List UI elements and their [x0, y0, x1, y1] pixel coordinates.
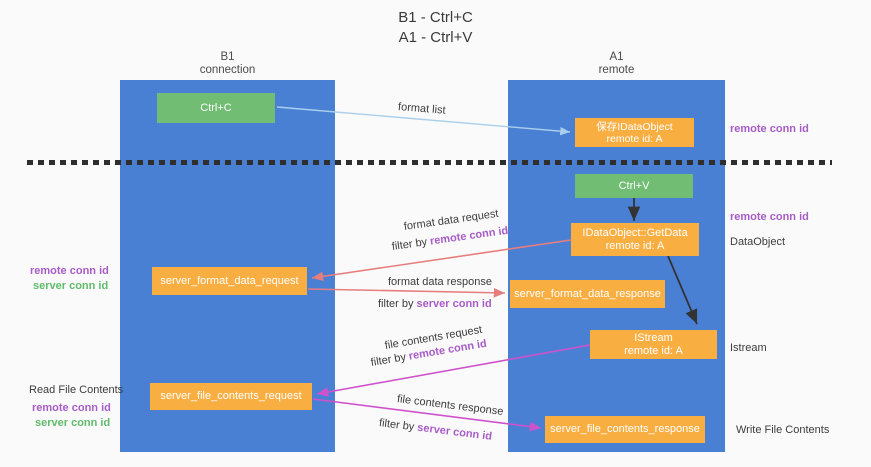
left-column-subtitle: connection	[199, 64, 256, 76]
read-file-contents-label: Read File Contents	[29, 384, 124, 396]
server-format-data-request-label: server_format_data_request	[160, 274, 299, 287]
ctrl-v-label: Ctrl+V	[618, 179, 650, 192]
left-column-header: B1 connection	[120, 51, 335, 77]
server-file-contents-response-label: server_file_contents_response	[550, 423, 700, 435]
left-remote-conn-id-label-2: remote conn id	[32, 402, 111, 414]
filter-by-server-conn-id-label-2: filter by server conn id	[378, 417, 492, 444]
save-idataobject-line2: remote id: A	[606, 132, 663, 145]
ctrl-c-box: Ctrl+C	[157, 93, 275, 123]
getdata-line2: remote id: A	[605, 239, 665, 252]
server-conn-id-highlight: server conn id	[416, 421, 493, 443]
server-format-data-response-label: server_format_data_response	[514, 287, 661, 300]
left-server-conn-id-label: server conn id	[33, 280, 109, 292]
diagram-title: B1 - Ctrl+C A1 - Ctrl+V	[0, 8, 871, 48]
write-file-contents-label: Write File Contents	[736, 424, 830, 436]
right-column-subtitle: remote	[598, 64, 635, 76]
server-format-data-response-box: server_format_data_response	[510, 280, 665, 308]
file-contents-response-label: file contents response	[396, 393, 505, 419]
istream-line2: remote id: A	[624, 344, 683, 357]
right-remote-conn-id-label-top: remote conn id	[730, 123, 809, 135]
server-file-contents-request-box: server_file_contents_request	[150, 383, 312, 410]
format-data-response-label: format data response	[388, 276, 492, 288]
right-remote-conn-id-label-mid: remote conn id	[730, 211, 809, 223]
istream-line1: IStream	[634, 331, 673, 344]
filter-by-server-conn-id-label-1: filter by server conn id	[378, 298, 492, 311]
filter-by-prefix: filter by	[378, 417, 419, 434]
right-column-name: A1	[609, 51, 624, 63]
session-divider-dashed-line	[27, 160, 832, 165]
ctrl-c-label: Ctrl+C	[200, 101, 232, 114]
title-line-2: A1 - Ctrl+V	[398, 29, 473, 46]
right-column-header: A1 remote	[508, 51, 725, 77]
idataobject-getdata-box: IDataObject::GetData remote id: A	[571, 223, 699, 256]
title-line-1: B1 - Ctrl+C	[398, 9, 473, 26]
server-format-data-request-box: server_format_data_request	[152, 267, 307, 295]
getdata-line1: IDataObject::GetData	[582, 226, 688, 239]
filter-by-prefix: filter by	[391, 235, 431, 253]
filter-by-prefix: filter by	[369, 350, 410, 369]
dataobject-label: DataObject	[730, 236, 786, 248]
save-idataobject-line1: 保存IDataObject	[596, 120, 673, 133]
left-remote-conn-id-label: remote conn id	[30, 265, 109, 277]
format-list-label: format list	[397, 101, 447, 117]
istream-box: IStream remote id: A	[590, 330, 717, 359]
server-conn-id-highlight: server conn id	[416, 298, 492, 310]
server-file-contents-response-box: server_file_contents_response	[545, 416, 705, 443]
left-server-conn-id-label-2: server conn id	[35, 417, 111, 429]
ctrl-v-box: Ctrl+V	[575, 174, 693, 198]
server-file-contents-request-label: server_file_contents_request	[160, 390, 302, 402]
left-column-name: B1	[220, 51, 235, 63]
save-idataobject-box: 保存IDataObject remote id: A	[575, 118, 694, 147]
arrow-format-data-response	[307, 287, 506, 298]
filter-by-prefix: filter by	[378, 298, 417, 310]
istream-side-label: Istream	[730, 342, 767, 354]
